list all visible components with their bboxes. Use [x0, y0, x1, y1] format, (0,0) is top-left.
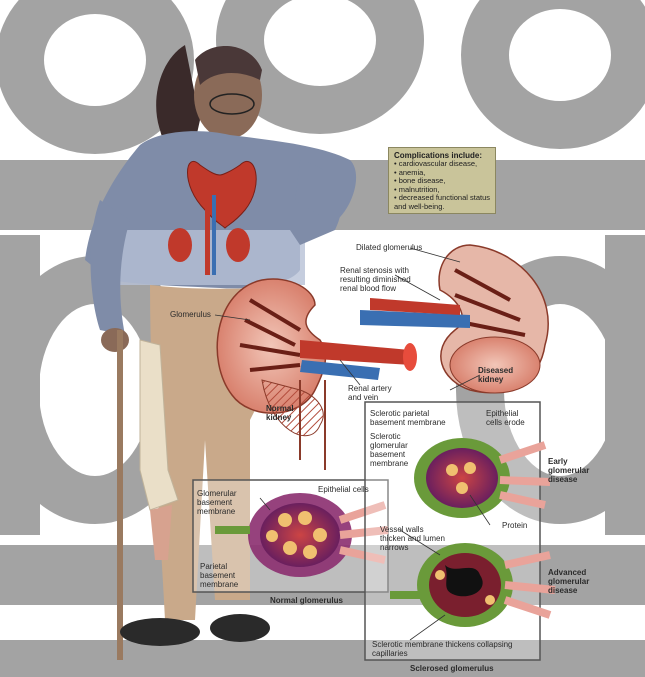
label-dilated-glomerulus: Dilated glomerulus [356, 243, 466, 252]
label-renal-stenosis: Renal stenosis with resulting diminished… [340, 266, 430, 293]
complications-box: Complications include: • cardiovascular … [388, 147, 496, 214]
label-renal-artery: Renal artery and vein [348, 384, 393, 402]
complication-item: and well-being. [394, 203, 490, 212]
label-parietal-bm: Parietal basement membrane [200, 562, 250, 589]
label-diseased-kidney: Diseased kidney [478, 366, 523, 384]
label-sclerosed-glomerulus: Sclerosed glomerulus [410, 664, 530, 673]
label-epithelial-cells: Epithelial cells [318, 485, 380, 494]
label-normal-kidney: Normal kidney [266, 404, 304, 422]
label-early-disease: Early glomerular disease [548, 457, 608, 484]
label-sclerotic-membrane: Sclerotic membrane thickens collapsing c… [372, 640, 517, 658]
label-advanced-disease: Advanced glomerular disease [548, 568, 610, 595]
label-glomerular-bm: Glomerular basement membrane [197, 489, 263, 516]
label-glomerulus: Glomerulus [170, 310, 230, 319]
label-protein: Protein [502, 521, 542, 530]
label-sclerotic-parietal: Sclerotic parietal basement membrane [370, 409, 450, 427]
label-sclerotic-glomerular: Sclerotic glomerular basement membrane [370, 432, 422, 468]
label-vessel-walls: Vessel walls thicken and lumen narrows [380, 525, 450, 552]
label-epithelial-erode: Epithelial cells erode [486, 409, 534, 427]
label-normal-glomerulus: Normal glomerulus [270, 596, 370, 605]
